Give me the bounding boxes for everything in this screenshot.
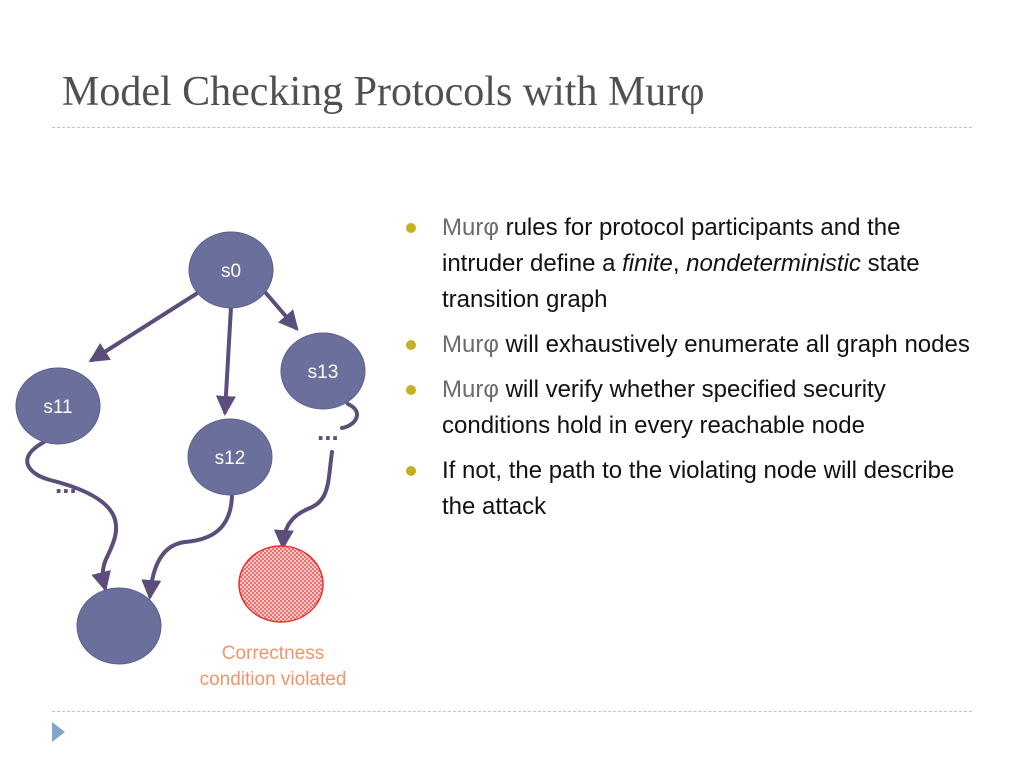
edge-s0-s12 [215,305,236,416]
edge-s13-violated [283,402,359,546]
bullet-text: , [672,250,680,277]
title-divider [52,127,972,128]
edge-s0-s11 [88,292,198,363]
node-s11: s11 [15,367,101,445]
bullet-text: rules for protocol participants and the … [442,214,901,277]
node-violated [238,545,324,623]
bullet-list: Murφ rules for protocol participants and… [406,210,981,534]
bullet-emphasis-finite: finite [622,250,673,277]
edge-s11-sink [25,440,119,592]
path-ellipsis-s13: ... [317,416,339,446]
bullet-dot-icon [406,223,416,233]
play-triangle-icon [52,722,65,742]
bullet-item: If not, the path to the violating node w… [406,453,981,525]
footer-divider [52,711,972,712]
bullet-dot-icon [406,385,416,395]
node-label-s11: s11 [43,397,72,418]
bullet-text: state transition graph [442,250,920,313]
edge-s0-s13 [263,290,299,332]
bullet-emphasis-nondeterministic: nondeterministic [686,250,861,277]
bullet-item: Murφ will exhaustively enumerate all gra… [406,327,981,363]
node-label-s0: s0 [221,261,241,282]
violation-caption-line1: Correctness [222,643,324,664]
node-s12: s12 [187,418,273,496]
node-s13: s13 [280,332,366,410]
node-label-s12: s12 [215,448,246,469]
bullet-item: Murφ will verify whether specified secur… [406,372,981,444]
node-label-s13: s13 [308,362,339,383]
bullet-text: will verify whether specified security c… [442,376,886,439]
murphi-name: Murφ [442,214,499,241]
node-s0: s0 [188,231,274,309]
path-ellipsis-s11: ... [55,469,77,499]
bullet-dot-icon [406,340,416,350]
edges [25,290,359,600]
bullet-text: If not, the path to the violating node w… [442,457,955,520]
bullet-text: will exhaustively enumerate all graph no… [498,331,970,358]
murphi-name: Murφ [442,331,499,358]
bullet-item: Murφ rules for protocol participants and… [406,210,981,318]
violation-caption-line2: condition violated [200,669,347,690]
murphi-name: Murφ [442,376,499,403]
bullet-dot-icon [406,466,416,476]
slide-title: Model Checking Protocols with Murφ [62,69,705,115]
node-sink [76,587,162,665]
edge-s12-sink [141,491,234,600]
